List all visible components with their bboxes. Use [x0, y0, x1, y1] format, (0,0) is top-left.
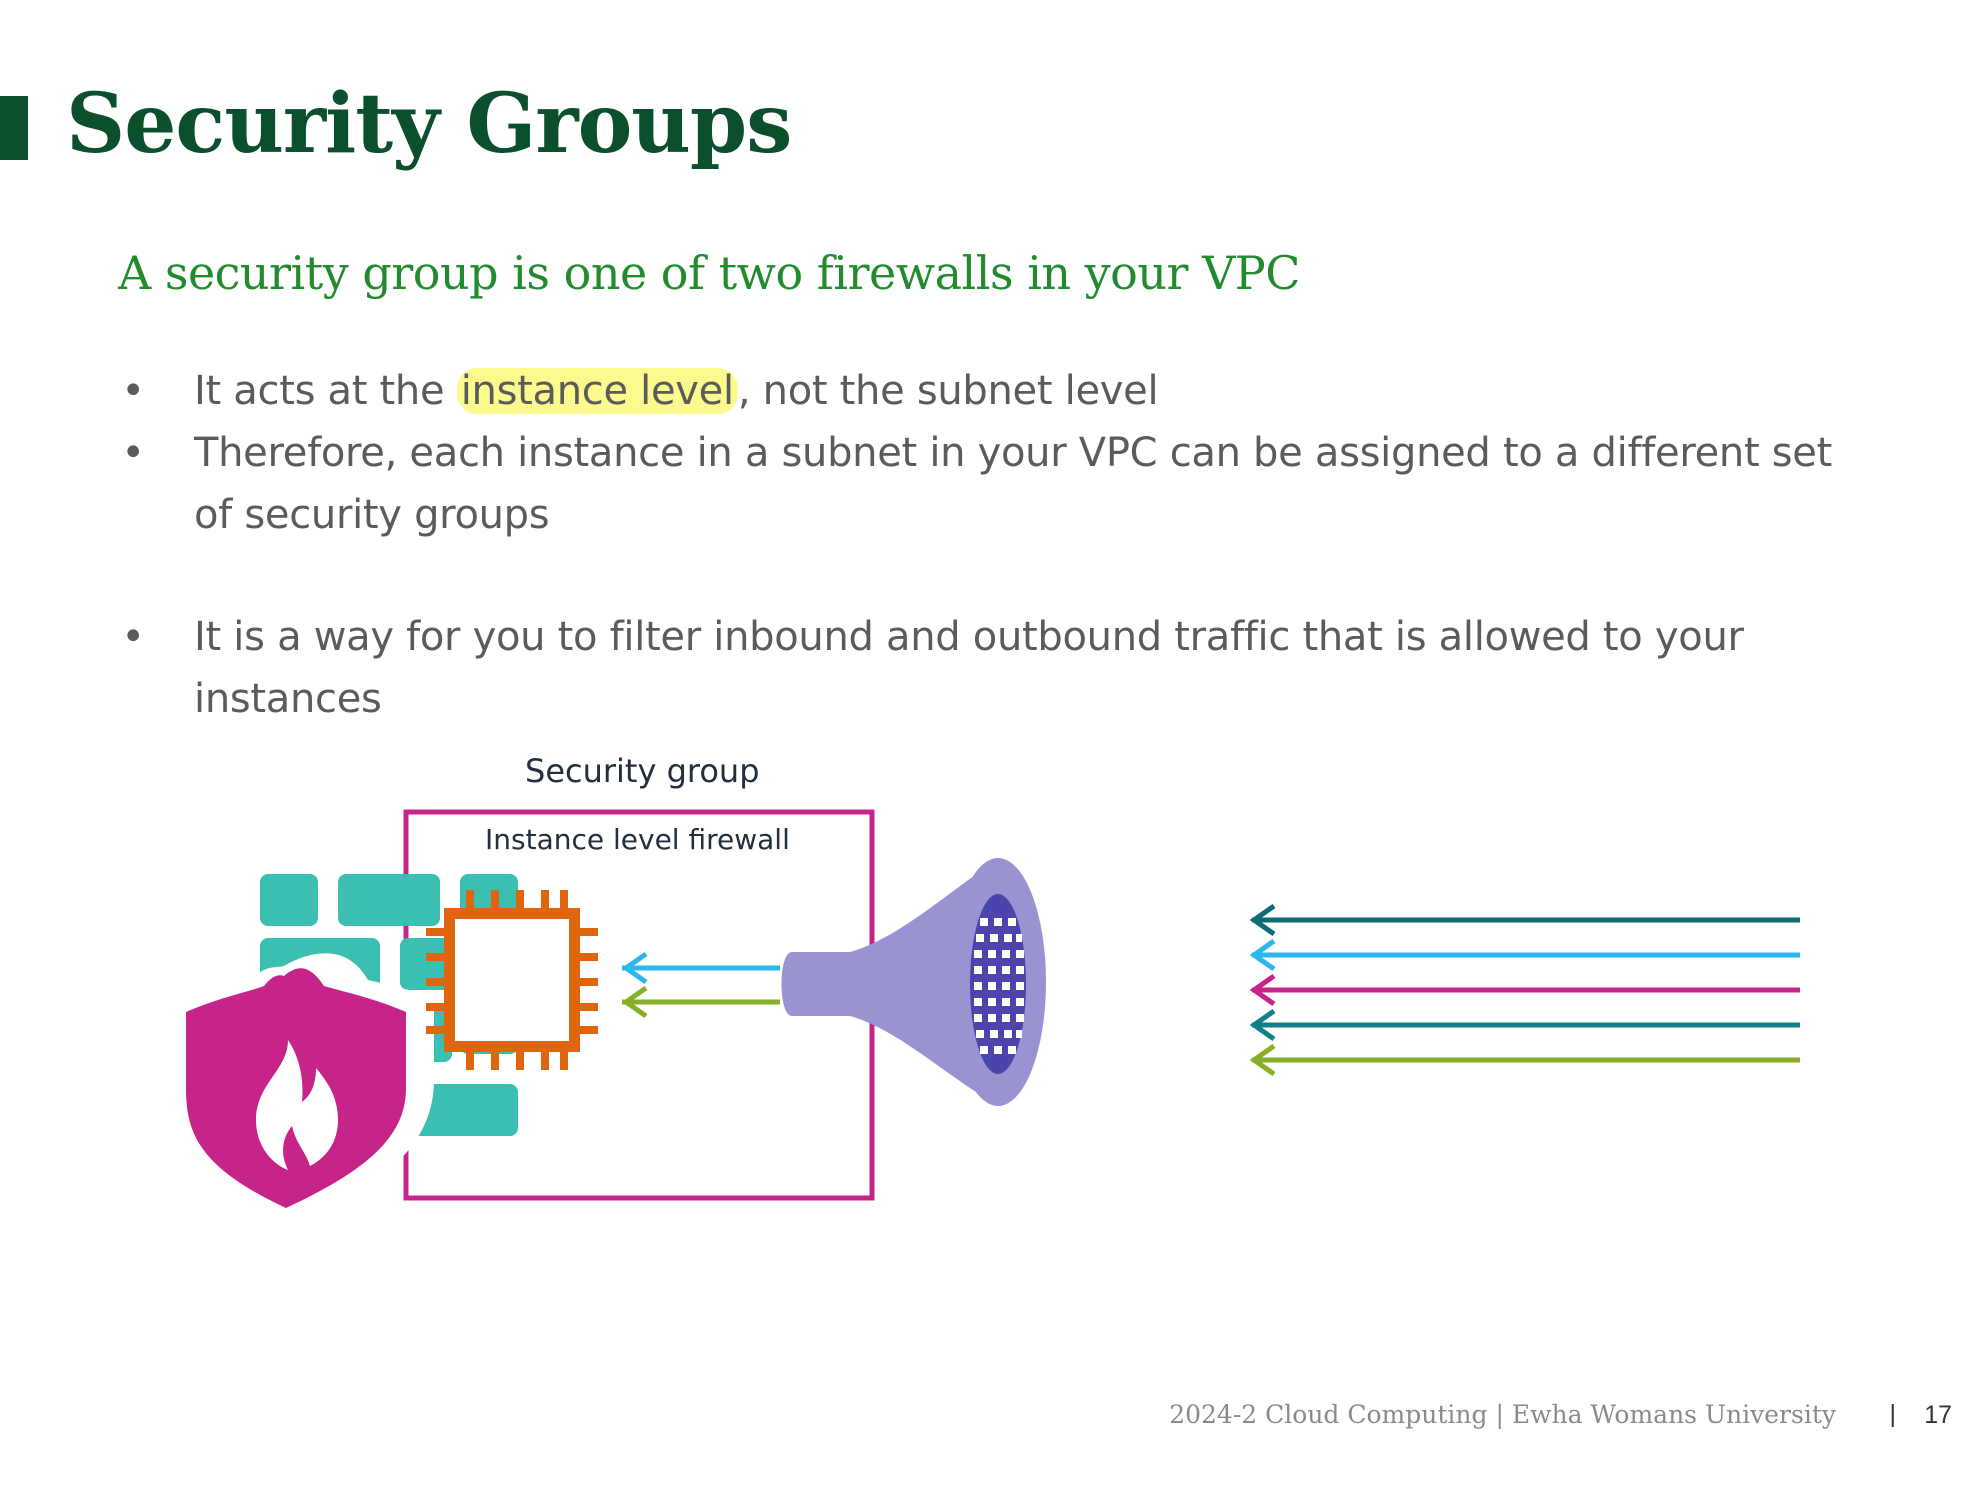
bullet-marker: • [121, 614, 145, 660]
bullet-marker: • [121, 368, 145, 414]
funnel-filter-icon [781, 858, 1046, 1106]
bullet-list: • It acts at the instance level, not the… [118, 360, 1878, 730]
bullet-text-pre: It acts at the [194, 368, 457, 414]
fire-shield-icon [186, 953, 434, 1208]
bullet-item: • It acts at the instance level, not the… [118, 360, 1878, 422]
footer-separator: | [1889, 1400, 1897, 1428]
bullet-text: Therefore, each instance in a subnet in … [194, 430, 1832, 538]
highlighted-term: instance level [456, 368, 738, 414]
title-accent-bar [0, 96, 28, 160]
footer-text: 2024-2 Cloud Computing | Ewha Womans Uni… [1169, 1400, 1836, 1429]
bullet-marker: • [121, 430, 145, 476]
bullet-item: • It is a way for you to filter inbound … [118, 606, 1878, 730]
allowed-traffic-arrows [621, 951, 780, 1019]
bullet-item: • Therefore, each instance in a subnet i… [118, 422, 1878, 546]
slide-title: Security Groups [66, 76, 792, 172]
chip-icon [426, 890, 598, 1070]
diagram-graphic [186, 809, 1800, 1208]
slide-subtitle: A security group is one of two firewalls… [118, 246, 1300, 300]
bullet-text-post: , not the subnet level [737, 368, 1159, 414]
incoming-traffic-arrows [1249, 903, 1800, 1077]
page-number: 17 [1924, 1401, 1952, 1429]
bullet-text: It is a way for you to filter inbound an… [194, 614, 1744, 722]
diagram-title: Security group [525, 752, 760, 790]
box-label: Instance level firewall [485, 823, 790, 856]
security-group-diagram: Security group Instance level firewall [160, 740, 1840, 1250]
